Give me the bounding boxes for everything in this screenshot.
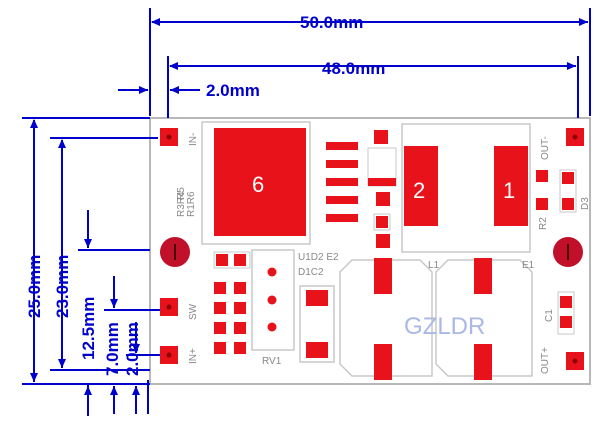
dim-height-holes: 23.0mm	[53, 255, 72, 318]
ic-chip	[214, 128, 306, 236]
sw-pad-grid	[214, 282, 246, 354]
dimension-lines	[22, 8, 591, 416]
pad-d-1	[494, 146, 528, 226]
label-c1: C1	[544, 309, 555, 322]
dim-edge-offset: 2.0mm	[206, 81, 260, 100]
label-r5: R5	[176, 187, 187, 200]
dim-sw-pin: 7.0mm	[103, 322, 122, 376]
edge-pads	[160, 128, 584, 370]
label-in-minus: IN-	[188, 133, 199, 146]
label-r1r6: R1R6	[186, 191, 197, 217]
dim-height-overall: 25.0mm	[25, 255, 44, 318]
ic-pin-label: 6	[252, 172, 264, 197]
brand-watermark: GZLDR	[404, 313, 485, 340]
label-r3r4: R3R4	[176, 191, 187, 217]
label-d3: D3	[580, 197, 591, 210]
label-out-minus: OUT-	[540, 136, 551, 160]
potentiometer-rv1	[251, 249, 295, 351]
label-in-plus: IN+	[188, 348, 199, 364]
dim-in-pin: 2.0mm	[123, 322, 142, 376]
diode-pin-1: 1	[503, 178, 515, 203]
dim-hole-center: 12.5mm	[79, 297, 98, 360]
diode-pin-2: 2	[413, 178, 425, 203]
pad-d-2	[404, 146, 438, 226]
dim-width-holes: 48.0mm	[322, 59, 385, 78]
label-out-plus: OUT+	[540, 347, 551, 374]
label-d1c2: D1C2	[298, 267, 324, 278]
label-e1: E1	[522, 260, 535, 271]
label-l1: L1	[428, 260, 440, 271]
label-r2: R2	[538, 217, 549, 230]
label-rv1: RV1	[262, 356, 282, 367]
resistor-pads	[326, 142, 358, 222]
label-sw: SW	[188, 303, 199, 320]
label-u102-e2: U1D2 E2	[298, 252, 339, 263]
dim-width-overall: 50.0mm	[300, 13, 363, 32]
